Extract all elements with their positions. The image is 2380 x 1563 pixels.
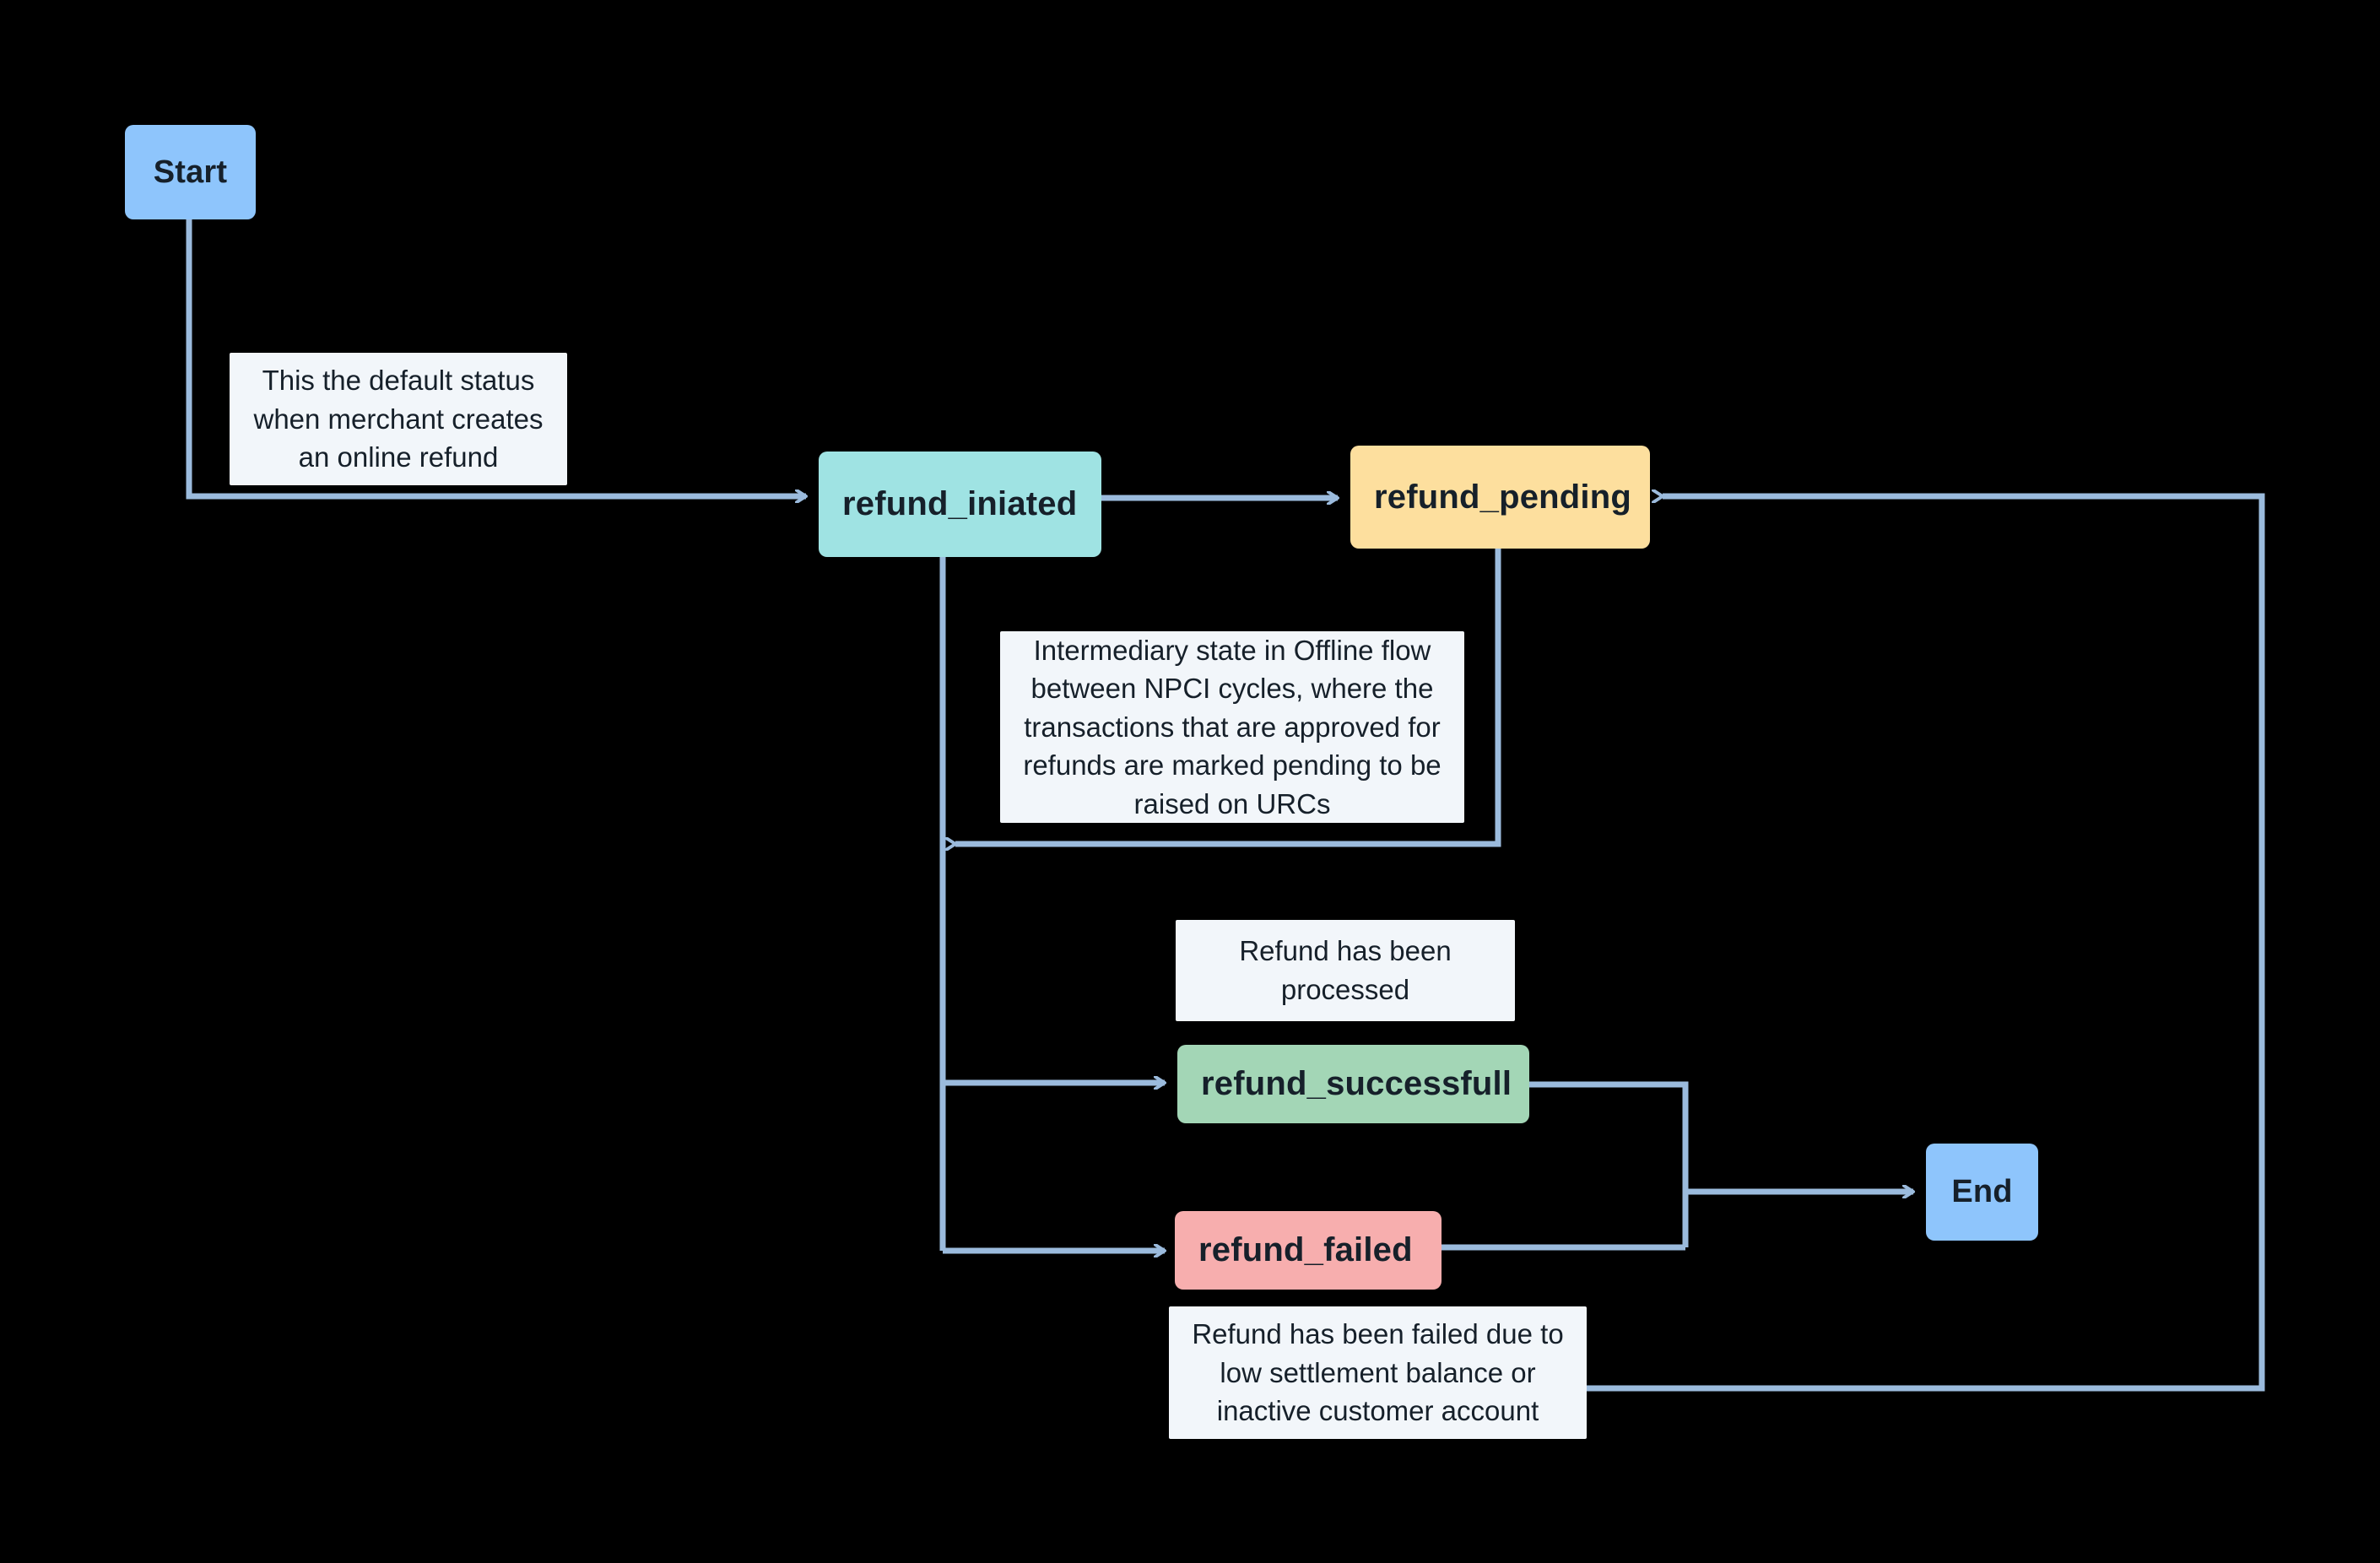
note-intermediary-state-text: Intermediary state in Offline flow betwe… [1023, 634, 1442, 819]
node-start[interactable]: Start [125, 125, 256, 219]
node-refund-iniated-label: refund_iniated [842, 485, 1078, 522]
note-intermediary-state: Intermediary state in Offline flow betwe… [1000, 631, 1464, 823]
note-processed: Refund has been processed [1176, 920, 1515, 1021]
node-refund-failed[interactable]: refund_failed [1175, 1211, 1442, 1290]
edge-refund-pending-to-refund-iniated [955, 549, 1501, 844]
edge-refund-successfull-to-junction [1529, 1081, 1689, 1247]
note-processed-text: Refund has been processed [1239, 935, 1452, 1005]
node-end[interactable]: End [1926, 1144, 2038, 1241]
node-refund-iniated[interactable]: refund_iniated [819, 452, 1101, 557]
node-refund-successfull-label: refund_successfull [1201, 1065, 1512, 1102]
note-default-status-text: This the default status when merchant cr… [253, 365, 544, 473]
edge-refund-failed-to-refund-pending [1391, 496, 2265, 1392]
node-refund-pending-label: refund_pending [1374, 478, 1632, 516]
node-refund-successfull[interactable]: refund_successfull [1177, 1045, 1529, 1123]
note-default-status: This the default status when merchant cr… [230, 353, 567, 485]
edge-start-to-refund-iniated [186, 219, 806, 496]
note-failed-reason: Refund has been failed due to low settle… [1169, 1306, 1587, 1439]
node-start-label: Start [153, 154, 228, 190]
node-refund-pending[interactable]: refund_pending [1350, 446, 1650, 549]
node-end-label: End [1951, 1174, 2013, 1209]
node-refund-failed-label: refund_failed [1198, 1231, 1413, 1268]
note-failed-reason-text: Refund has been failed due to low settle… [1192, 1318, 1564, 1427]
